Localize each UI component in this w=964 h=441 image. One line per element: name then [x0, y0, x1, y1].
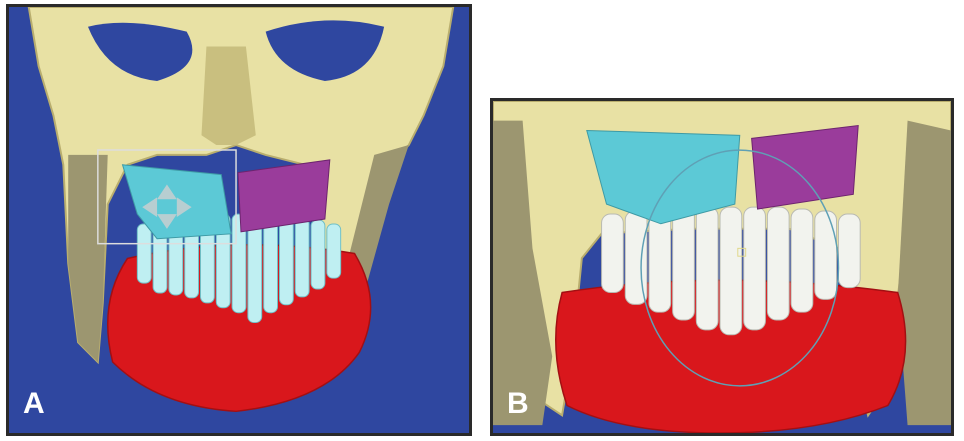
maxilla-segment-right	[751, 124, 859, 210]
panel-label-a: A	[23, 387, 45, 420]
eye-socket-right	[265, 20, 385, 81]
maxilla-segment-right	[237, 159, 331, 233]
maxilla-segment-left	[586, 129, 741, 225]
pivot-handle[interactable]	[737, 247, 747, 257]
ramus-left	[493, 120, 553, 426]
nasal-cavity	[201, 46, 256, 146]
move-arrows-icon	[142, 184, 192, 229]
panel-b: B	[490, 98, 954, 436]
teeth-b	[601, 206, 861, 336]
skull-render-a	[9, 7, 469, 433]
ramus-right	[897, 120, 951, 426]
panel-a: A	[6, 4, 472, 436]
skull-render-b	[493, 101, 951, 433]
panel-label-b: B	[507, 387, 529, 420]
rotation-handle-circle[interactable]	[640, 149, 840, 387]
eye-socket-left	[87, 22, 193, 81]
selection-box[interactable]	[97, 149, 237, 245]
